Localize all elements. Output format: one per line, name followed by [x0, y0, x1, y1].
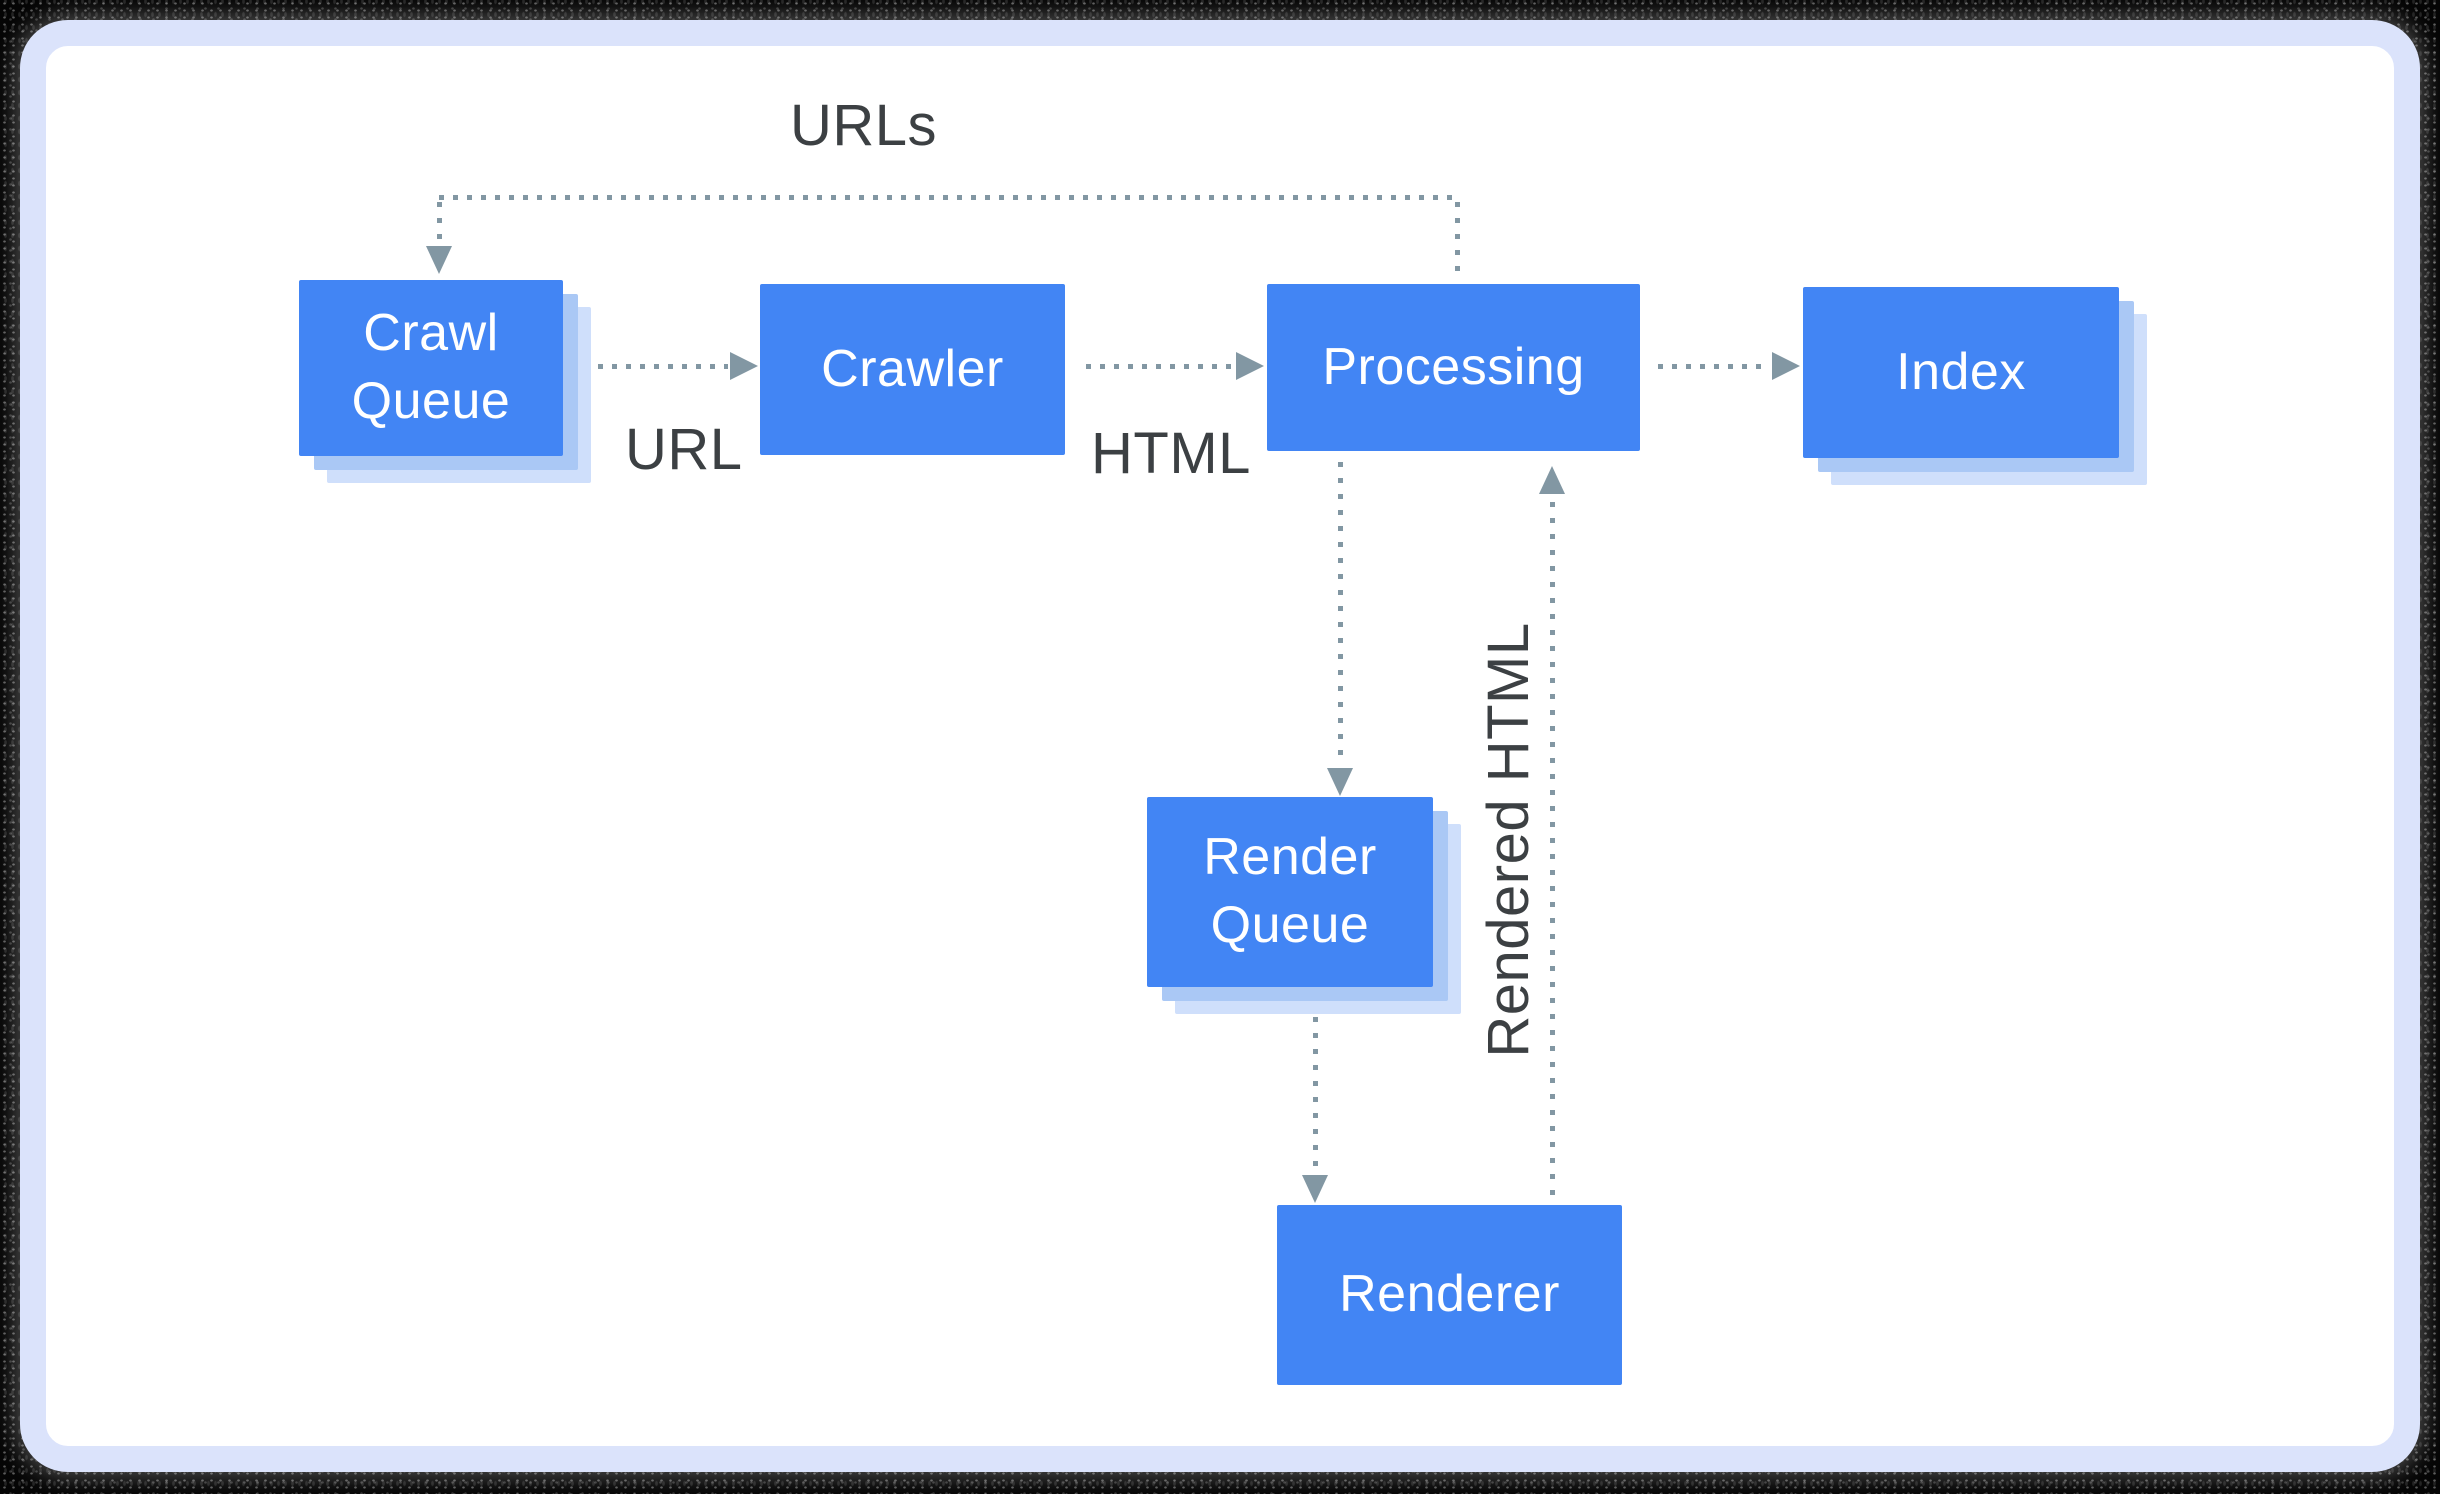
- node-index: Index: [1803, 287, 2119, 458]
- node-crawler-label: Crawler: [821, 339, 1004, 398]
- connector-loop-left-vertical: [437, 202, 442, 246]
- connector-crawler-processing: [1086, 364, 1232, 369]
- arrowhead-into-processing: [1236, 352, 1264, 380]
- node-processing-label: Processing: [1322, 337, 1585, 396]
- diagram-card: [20, 20, 2420, 1472]
- arrowhead-into-crawl-queue: [426, 246, 452, 274]
- node-render-queue-label: Render Queue: [1203, 828, 1377, 954]
- node-renderer-label: Renderer: [1339, 1265, 1560, 1324]
- node-crawl-queue-label: Crawl Queue: [351, 304, 511, 430]
- node-index-label: Index: [1896, 342, 2026, 401]
- connector-processing-index: [1658, 364, 1770, 369]
- connector-renderer-processing: [1550, 502, 1555, 1202]
- arrowhead-into-renderer: [1302, 1175, 1328, 1203]
- edge-label-rendered-html: Rendered HTML: [1476, 622, 1541, 1058]
- arrowhead-into-crawler: [730, 352, 758, 380]
- connector-processing-renderqueue: [1338, 462, 1343, 764]
- node-renderer: Renderer: [1277, 1205, 1622, 1385]
- connector-loop-horizontal: [439, 195, 1457, 200]
- arrowhead-into-index: [1772, 352, 1800, 380]
- node-processing: Processing: [1267, 284, 1640, 451]
- connector-renderqueue-renderer: [1313, 1001, 1318, 1171]
- node-crawl-queue: Crawl Queue: [299, 280, 563, 456]
- edge-label-urls: URLs: [790, 93, 938, 158]
- connector-loop-right-vertical: [1455, 202, 1460, 282]
- arrowhead-into-render-queue: [1327, 768, 1353, 796]
- edge-label-html: HTML: [1091, 421, 1251, 486]
- connector-crawlqueue-crawler: [584, 364, 728, 369]
- edge-label-url: URL: [625, 417, 743, 482]
- arrowhead-into-processing-bottom: [1539, 466, 1565, 494]
- node-crawler: Crawler: [760, 284, 1065, 455]
- node-render-queue: Render Queue: [1147, 797, 1433, 987]
